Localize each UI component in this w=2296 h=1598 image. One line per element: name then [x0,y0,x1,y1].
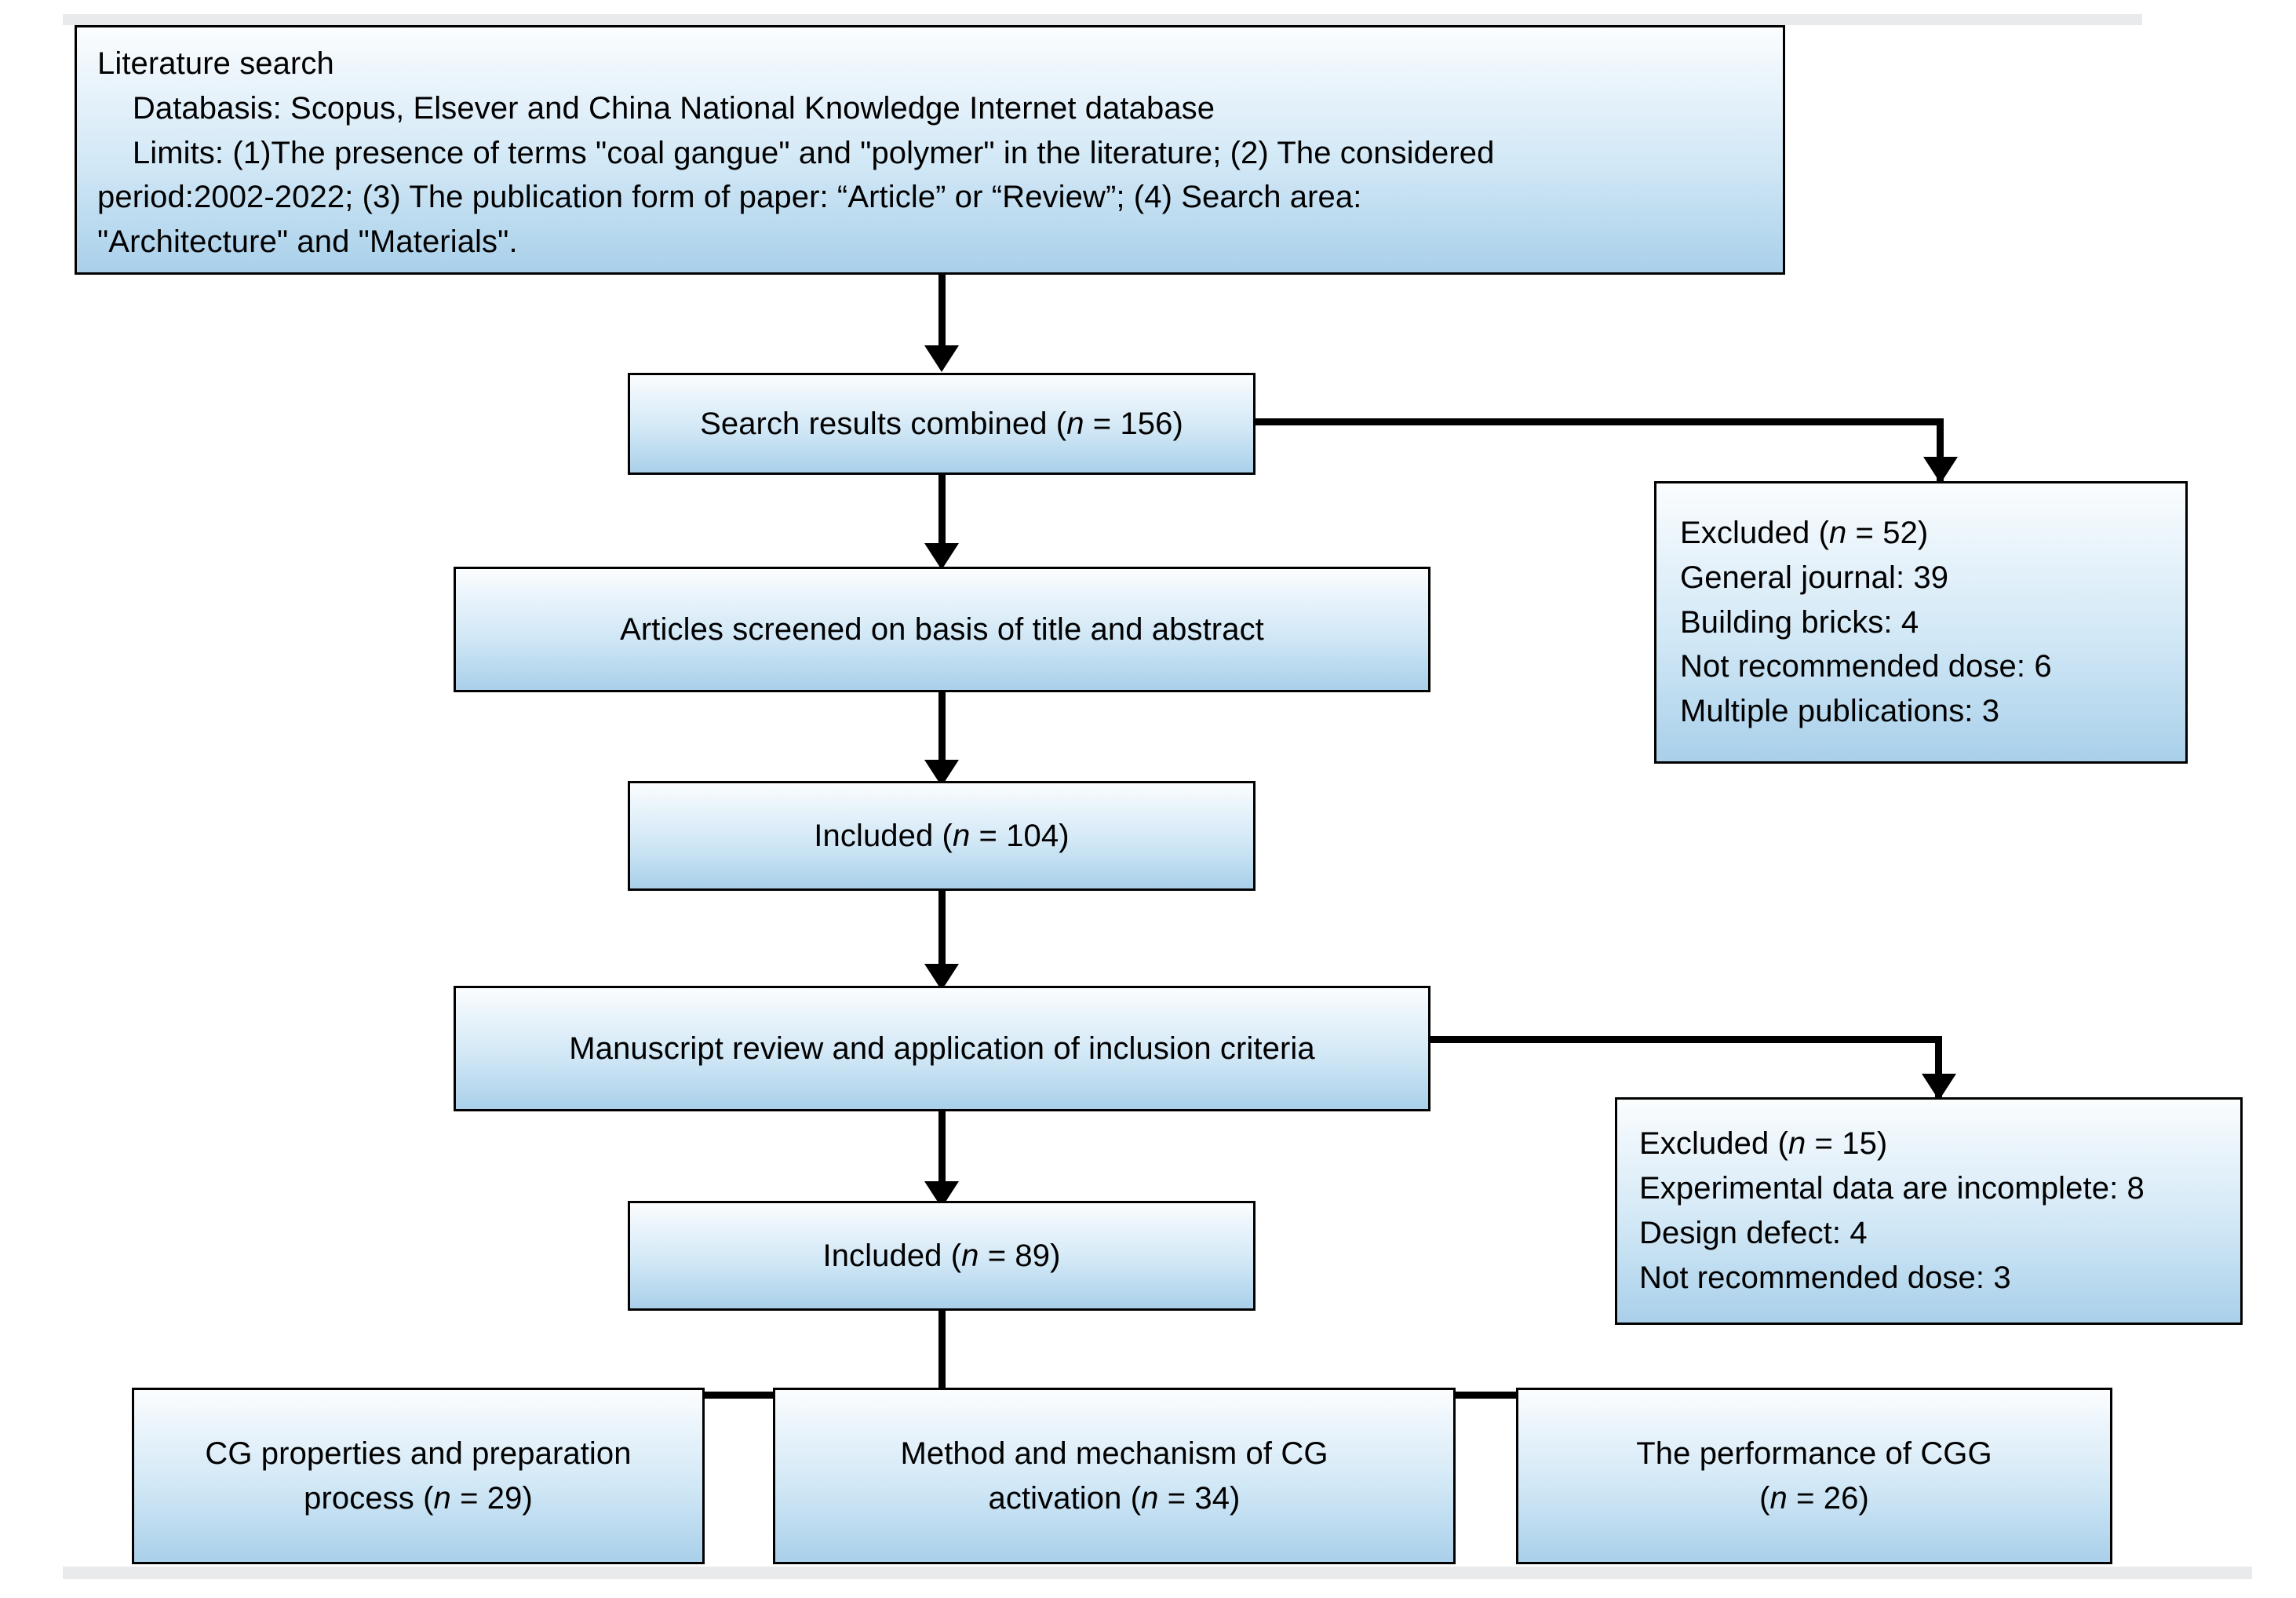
search-results-suffix: = 156) [1084,406,1183,441]
outcome-cg-activation-n: n [1141,1480,1159,1516]
outcome-cg-activation-line-1: Method and mechanism of CG [900,1436,1328,1471]
outcome-cg-properties-line-2: process (n = 29) [304,1476,533,1521]
connector-manuscript-to-excluded15-horizontal [1428,1036,1942,1043]
excluded-52-reason-1: General journal: 39 [1680,560,1949,595]
literature-search-line-5: "Architecture" and "Materials". [97,224,518,260]
included-89-prefix: Included ( [822,1238,962,1273]
bottom-divider-band [63,1567,2252,1579]
outcome-cgg-performance-suffix: = 26) [1787,1480,1869,1516]
articles-screened-box: Articles screened on basis of title and … [454,567,1430,692]
search-results-prefix: Search results combined ( [700,406,1067,441]
connector-literature-to-search [938,275,946,349]
excluded-52-reason-3: Not recommended dose: 6 [1680,649,2052,684]
articles-screened-text: Articles screened on basis of title and … [620,611,1264,647]
arrow-literature-to-search [924,345,959,372]
outcome-cg-activation-line-2: activation (n = 34) [989,1476,1241,1521]
search-results-combined-box: Search results combined (n = 156) [628,373,1256,475]
excluded-52-heading-n: n [1828,516,1847,550]
outcome-cgg-performance-prefix: ( [1759,1480,1770,1516]
outcome-cgg-performance-line-1: The performance of CGG [1636,1436,1992,1471]
excluded-52-reason-2: Building bricks: 4 [1680,604,1919,640]
excluded-52-heading-suffix: = 52) [1846,516,1929,550]
outcome-cg-activation-prefix: activation ( [988,1480,1142,1516]
outcome-cg-properties-suffix: = 29) [450,1480,533,1516]
outcome-cgg-performance-n: n [1769,1480,1788,1516]
outcome-cgg-performance-box: The performance of CGG (n = 26) [1516,1388,2112,1564]
literature-search-line-4: period:2002-2022; (3) The publication fo… [97,180,1362,215]
top-divider-band [63,14,2142,25]
included-104-box: Included (n = 104) [628,781,1256,891]
included-104-suffix: = 104) [970,818,1070,853]
included-104-n: n [952,818,971,853]
outcome-cgg-performance-line-2: (n = 26) [1759,1476,1869,1521]
excluded-52-reason-4: Multiple publications: 3 [1680,694,2000,729]
literature-search-box: Literature search Databasis: Scopus, Els… [75,25,1785,275]
connector-search-to-excluded52-vertical [1937,418,1944,493]
excluded-15-reason-1: Experimental data are incomplete: 8 [1639,1171,2145,1206]
arrow-search-to-excluded52 [1923,457,1958,483]
connector-included104-to-manuscript [938,891,946,977]
outcome-cg-activation-suffix: = 34) [1158,1480,1241,1516]
manuscript-review-text: Manuscript review and application of inc… [569,1031,1315,1066]
excluded-15-reason-2: Design defect: 4 [1639,1216,1868,1250]
outcome-cg-properties-box: CG properties and preparation process (n… [132,1388,705,1564]
connector-manuscript-to-excluded15-vertical [1935,1036,1942,1111]
literature-search-line-2: Databasis: Scopus, Elsever and China Nat… [97,90,1215,126]
arrow-manuscript-to-excluded15 [1922,1074,1956,1100]
connector-articles-to-included104 [938,692,946,771]
excluded-15-box: Excluded (n = 15) Experimental data are … [1615,1097,2243,1325]
excluded-15-heading-suffix: = 15) [1806,1126,1888,1162]
arrow-search-to-articles [924,543,959,570]
outcome-cg-activation-box: Method and mechanism of CG activation (n… [773,1388,1456,1564]
included-89-box: Included (n = 89) [628,1201,1256,1311]
outcome-cg-properties-n: n [433,1480,451,1516]
excluded-15-heading: Excluded (n = 15) [1639,1122,1887,1166]
outcome-cg-properties-line-1: CG properties and preparation [205,1436,632,1471]
excluded-15-reason-3: Not recommended dose: 3 [1639,1260,2011,1295]
included-104-prefix: Included ( [814,818,953,853]
manuscript-review-box: Manuscript review and application of inc… [454,986,1430,1111]
excluded-15-heading-prefix: Excluded ( [1639,1126,1788,1162]
connector-included89-stem [938,1311,946,1397]
excluded-52-heading: Excluded (n = 52) [1680,511,1928,556]
connector-manuscript-to-included89 [938,1111,946,1190]
included-104-text: Included (n = 104) [814,814,1069,859]
included-89-text: Included (n = 89) [822,1234,1060,1279]
literature-search-line-3: Limits: (1)The presence of terms "coal g… [97,135,1495,170]
excluded-15-heading-n: n [1788,1126,1806,1162]
included-89-n: n [961,1238,979,1273]
included-89-suffix: = 89) [979,1238,1061,1273]
outcome-cg-properties-prefix: process ( [304,1480,434,1516]
connector-search-to-articles [938,475,946,549]
excluded-52-box: Excluded (n = 52) General journal: 39 Bu… [1654,481,2188,764]
literature-search-line-1: Literature search [97,46,334,81]
search-results-n: n [1066,406,1084,441]
search-results-text: Search results combined (n = 156) [700,402,1183,447]
excluded-52-heading-prefix: Excluded ( [1680,516,1829,550]
connector-search-to-excluded52-horizontal [1253,418,1944,425]
